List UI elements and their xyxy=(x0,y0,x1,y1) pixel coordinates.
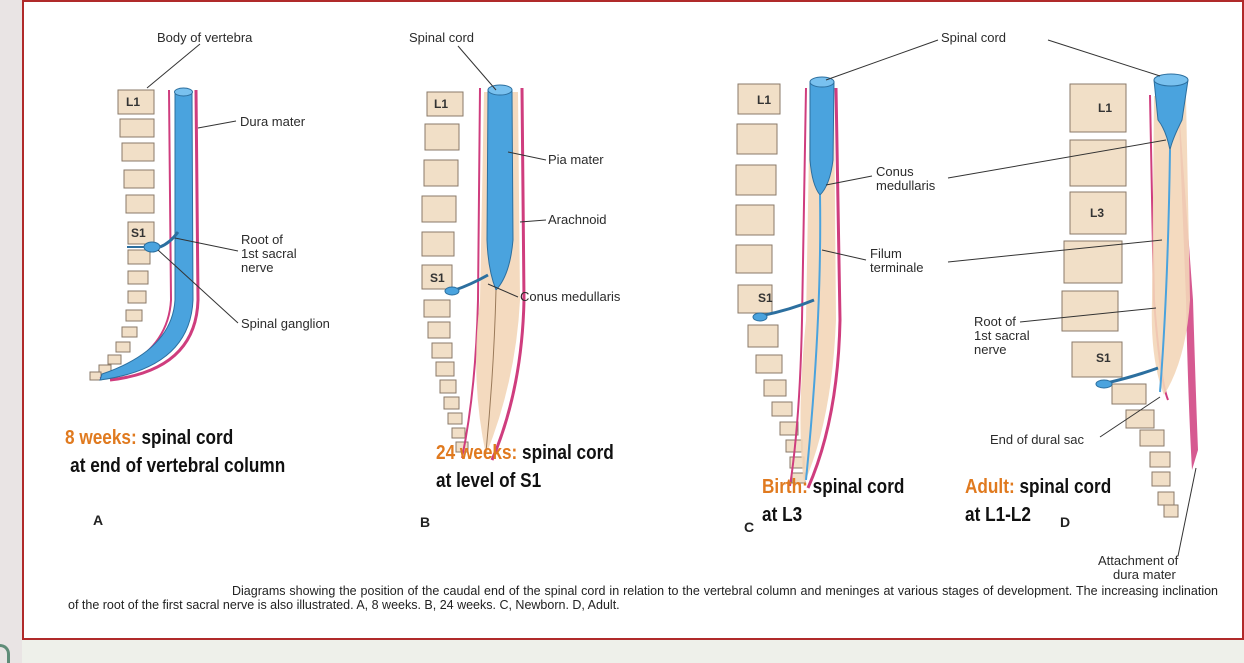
panel-b-illustration: L1 S1 xyxy=(422,46,546,460)
caption-text: Diagrams showing the position of the cau… xyxy=(68,584,1218,612)
stage-d-rest: spinal cord xyxy=(1015,476,1112,498)
end-of-dural-sac-label: End of dural sac xyxy=(990,432,1084,447)
stage-b-key: 24 weeks: xyxy=(436,442,517,464)
stage-d-annotation: Adult: spinal cord at L1-L2 xyxy=(965,473,1111,529)
stage-d-key: Adult: xyxy=(965,476,1015,498)
root-label-line2: 1st sacral xyxy=(241,246,297,261)
root-d-label-line1: Root of xyxy=(974,314,1016,329)
pia-mater-label: Pia mater xyxy=(548,152,604,167)
arachnoid-label: Arachnoid xyxy=(548,212,607,227)
stage-a-line2: at end of vertebral column xyxy=(65,455,285,477)
stage-a-annotation: 8 weeks: spinal cord at end of vertebral… xyxy=(65,424,285,480)
filum-label-line1: Filum xyxy=(870,246,902,261)
panel-a-letter: A xyxy=(93,512,103,528)
stage-c-line2: at L3 xyxy=(762,504,802,526)
stage-b-rest: spinal cord xyxy=(517,442,614,464)
spinal-cord-label-cd: Spinal cord xyxy=(941,30,1006,45)
conus-label-line1: Conus xyxy=(876,164,914,179)
filum-label-line2: terminale xyxy=(870,260,923,275)
attachment-label-line1: Attachment of xyxy=(1098,553,1179,568)
stage-c-annotation: Birth: spinal cord at L3 xyxy=(762,473,904,529)
root-label-line1: Root of xyxy=(241,232,283,247)
panel-b-s1-label: S1 xyxy=(430,271,445,285)
dura-mater-label: Dura mater xyxy=(240,114,306,129)
conus-label-line2: medullaris xyxy=(876,178,936,193)
panel-d-l3-label: L3 xyxy=(1090,206,1104,220)
stage-d-line2: at L1-L2 xyxy=(965,504,1031,526)
stage-c-rest: spinal cord xyxy=(808,476,905,498)
stage-b-annotation: 24 weeks: spinal cord at level of S1 xyxy=(436,439,614,495)
root-d-label-line2: 1st sacral xyxy=(974,328,1030,343)
spinal-ganglion-label: Spinal ganglion xyxy=(241,316,330,331)
panel-b-vertebrae xyxy=(422,92,468,452)
root-label-line3: nerve xyxy=(241,260,274,275)
spinal-cord-label-b: Spinal cord xyxy=(409,30,474,45)
stage-a-key: 8 weeks: xyxy=(65,427,137,449)
figure-caption: Diagrams showing the position of the cau… xyxy=(68,584,1218,612)
panel-a-spinal-ganglion xyxy=(144,242,160,252)
stage-c-key: Birth: xyxy=(762,476,808,498)
panel-d-s1-label: S1 xyxy=(1096,351,1111,365)
stage-b-line2: at level of S1 xyxy=(436,470,541,492)
attachment-label-line2: dura mater xyxy=(1113,567,1177,582)
conus-medullaris-label-b: Conus medullaris xyxy=(520,289,621,304)
panel-b-letter: B xyxy=(420,514,430,530)
panel-c-vertebrae xyxy=(736,84,805,483)
panel-c-s1-label: S1 xyxy=(758,291,773,305)
panel-a-l1-label: L1 xyxy=(126,95,140,109)
panel-c-letter: C xyxy=(744,519,754,535)
panel-d-l1-label: L1 xyxy=(1098,101,1112,115)
panel-c-l1-label: L1 xyxy=(757,93,771,107)
body-of-vertebra-label: Body of vertebra xyxy=(157,30,253,45)
stage-a-rest: spinal cord xyxy=(137,427,234,449)
panel-b-l1-label: L1 xyxy=(434,97,448,111)
panel-a-illustration: L1 S1 xyxy=(90,44,238,380)
panel-a-s1-label: S1 xyxy=(131,226,146,240)
panel-b-cord xyxy=(487,90,513,290)
root-d-label-line3: nerve xyxy=(974,342,1007,357)
